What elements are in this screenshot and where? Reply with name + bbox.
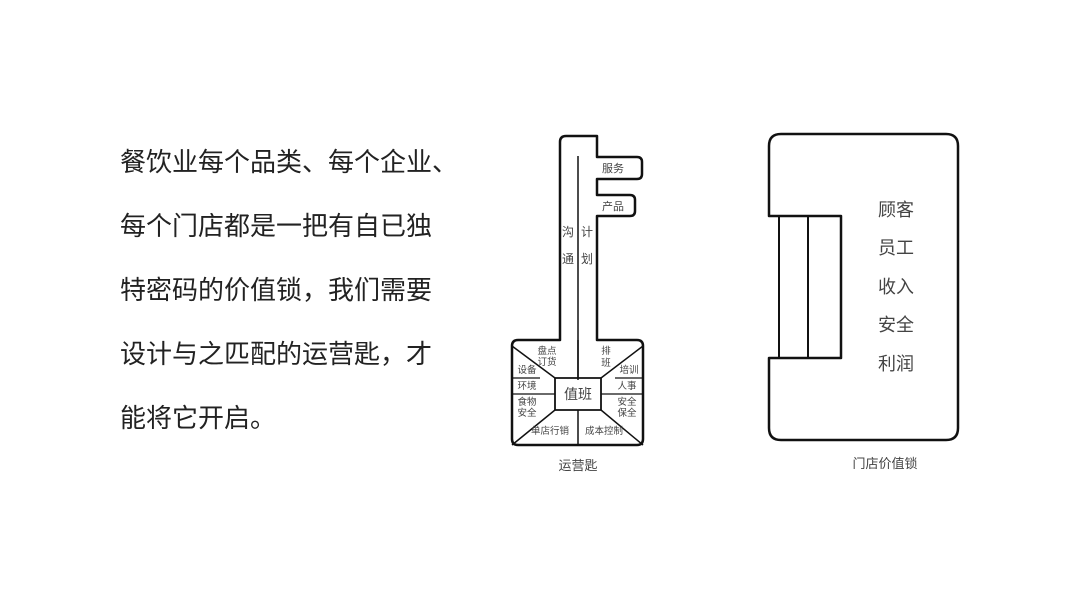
- lock-value: 收入: [878, 277, 914, 298]
- key-diagonal: [511, 345, 556, 379]
- key-section-label: 成本控制: [585, 425, 623, 437]
- lock-slot: [778, 215, 842, 359]
- key-caption: 运营匙: [558, 459, 597, 474]
- lock-caption: 门店价值锁: [852, 456, 917, 472]
- operations-key: [510, 134, 645, 447]
- key-outline: [510, 134, 645, 447]
- key-section-label: 订货: [537, 356, 556, 368]
- tooth-label: 服务: [602, 162, 624, 175]
- lock-outline: [767, 132, 960, 442]
- store-value-lock: [767, 132, 960, 442]
- shaft-label: 划: [581, 252, 593, 266]
- lock-value: 顾客: [878, 200, 914, 221]
- lock-value: 安全: [878, 315, 914, 336]
- key-section-label: 设备: [517, 364, 537, 376]
- paragraph-line: 每个门店都是一把有自已独: [120, 212, 433, 242]
- key-diagonal: [600, 409, 644, 446]
- shaft-label: 通: [562, 252, 574, 266]
- shaft-label: 计: [581, 225, 593, 239]
- key-diagonal: [600, 345, 644, 379]
- lock-value: 员工: [878, 238, 914, 259]
- key-section-label: 单店行销: [531, 425, 570, 437]
- lock-value: 利润: [878, 354, 914, 375]
- tooth-label: 产品: [602, 199, 624, 213]
- key-section-label: 盘点: [537, 345, 557, 357]
- key-section-label: 排: [601, 345, 611, 357]
- key-diagonal: [511, 409, 556, 446]
- paragraph-line: 能将它开启。: [120, 404, 277, 434]
- key-section-label: 人事: [617, 380, 637, 392]
- key-section-label: 安全: [617, 396, 637, 408]
- key-section-label: 班: [601, 357, 611, 369]
- key-section-label: 培训: [619, 364, 638, 376]
- key-center-label: 值班: [564, 387, 592, 403]
- shaft-label: 沟: [562, 225, 574, 239]
- paragraph-line: 餐饮业每个品类、每个企业、: [120, 148, 459, 178]
- key-section-label: 环境: [517, 380, 537, 392]
- paragraph-line: 特密码的价值锁，我们需要: [120, 276, 433, 306]
- key-section-label: 安全: [517, 407, 537, 419]
- key-section-label: 保全: [617, 407, 637, 419]
- intro-paragraph: 餐饮业每个品类、每个企业、 每个门店都是一把有自已独 特密码的价值锁，我们需要 …: [120, 135, 480, 455]
- key-section-label: 食物: [517, 396, 537, 408]
- paragraph-line: 设计与之匹配的运营匙，才: [120, 340, 433, 370]
